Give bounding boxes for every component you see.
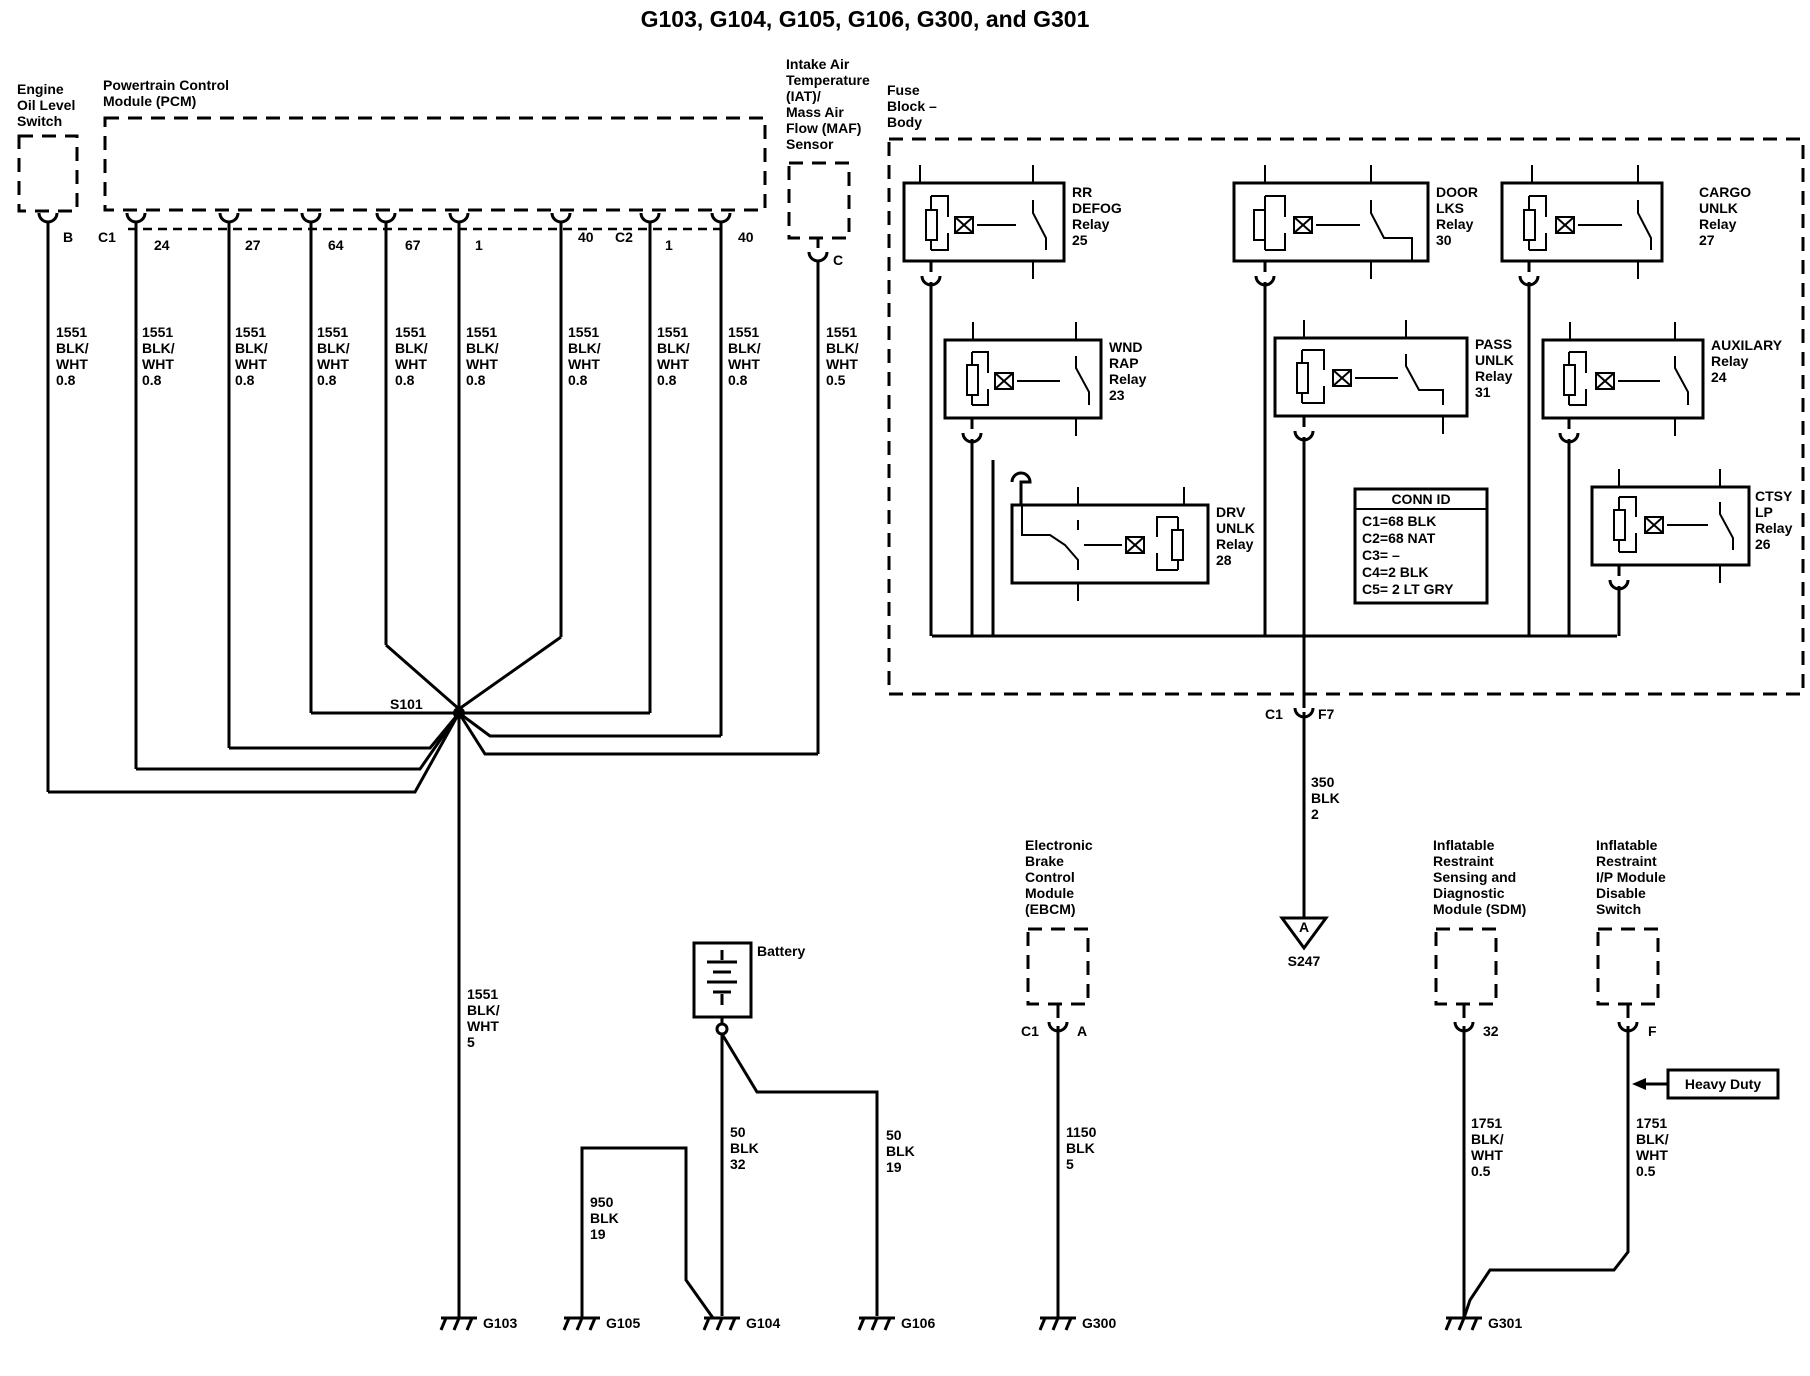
ground-g301: G301 [1444,1315,1522,1331]
splice-s101-label: S101 [390,696,423,712]
ground-label-g301: G301 [1488,1315,1522,1331]
pcm-pin-40: 40 [578,229,594,245]
ebcm-module: Electronic Brake Control Module (EBCM) C… [1021,837,1097,1318]
ground-g104: G104 [702,1315,780,1331]
ebcm-label: Electronic Brake Control Module (EBCM) [1025,837,1097,917]
ground-label-g104: G104 [746,1315,780,1331]
fuse-connector-c1: C1 [1265,706,1283,722]
pcm-connector-c2: C2 [615,229,633,245]
sdm-module: Inflatable Restraint Sensing and Diagnos… [1433,837,1526,1318]
pcm-c2-pin-40: 40 [738,229,754,245]
fuse-block-label: Fuse Block – Body [887,82,941,130]
connector-ref-letter: A [1299,919,1309,935]
ground-g106: G106 [857,1315,935,1331]
iat-maf-sensor: Intake Air Temperature (IAT)/ Mass Air F… [786,56,874,268]
ground-g105: G105 [562,1315,640,1331]
connector-ref-triangle [1279,916,1329,951]
pcm-pin-connectors [125,212,732,224]
diagram-title: G103, G104, G105, G106, G300, and G301 [641,6,1090,32]
oil-switch-label: Engine Oil Level Switch [17,81,79,129]
ground-g103: G103 [439,1315,517,1331]
ip-switch-pin-f: F [1648,1023,1657,1039]
grounds: G103 G105 G104 G106 G300 G301 [439,1315,1522,1331]
ip-switch-label: Inflatable Restraint I/P Module Disable … [1596,837,1670,917]
sdm-label: Inflatable Restraint Sensing and Diagnos… [1433,837,1526,917]
battery-label: Battery [757,943,805,959]
ground-harness-wires: S101 [46,222,820,1318]
iat-maf-label: Intake Air Temperature (IAT)/ Mass Air F… [786,56,874,152]
pcm-c2-pin-1: 1 [665,237,673,253]
ground-label-g103: G103 [483,1315,517,1331]
engine-oil-level-switch: Engine Oil Level Switch B [17,81,79,245]
ip-disable-switch: Inflatable Restraint I/P Module Disable … [1462,837,1780,1319]
iat-connector [807,251,829,263]
pcm-label: Powertrain Control Module (PCM) [103,77,233,109]
iat-pin: C [833,252,843,268]
ground-label-g300: G300 [1082,1315,1116,1331]
connector-ref-label: S247 [1288,953,1321,969]
fuse-pin-f7: F7 [1318,706,1335,722]
pcm-connector-c1: C1 [98,229,116,245]
pcm-pin-1: 1 [475,237,483,253]
sdm-pin-32: 32 [1483,1023,1499,1039]
ground-label-g106: G106 [901,1315,935,1331]
pcm-pin-24: 24 [154,237,170,253]
pcm-pin-67: 67 [405,237,421,253]
oil-switch-connector [37,212,59,224]
pcm-module: Powertrain Control Module (PCM) C1 24 27… [98,77,767,253]
ebcm-connector-c1: C1 [1021,1023,1039,1039]
ground-label-g105: G105 [606,1315,640,1331]
conn-id-rows: C1=68 BLK C2=68 NAT C3= – C4=2 BLK C5= 2… [1362,513,1454,597]
heavy-duty-tag: Heavy Duty [1685,1076,1761,1092]
conn-id-table: CONN ID C1=68 BLK C2=68 NAT C3= – C4=2 B… [1353,487,1489,605]
ebcm-pin-a: A [1077,1023,1087,1039]
ground-g300: G300 [1038,1315,1116,1331]
splice-s101-dot [453,707,465,719]
conn-id-header: CONN ID [1391,491,1450,507]
pcm-pin-64: 64 [328,237,344,253]
pcm-pin-27: 27 [245,237,261,253]
oil-switch-pin: B [63,229,73,245]
